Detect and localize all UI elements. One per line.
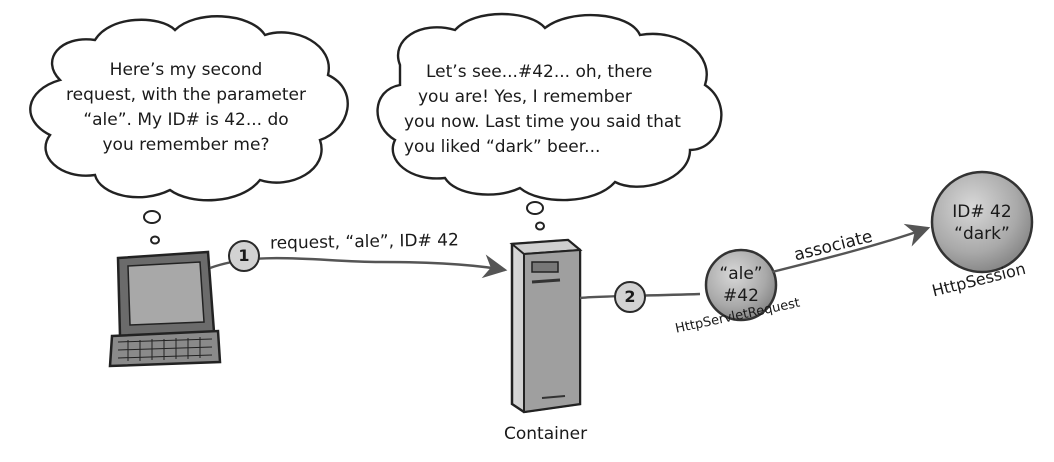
- container-bubble-line: you now. Last time you said that: [404, 112, 681, 132]
- step-1-badge: 1: [228, 240, 260, 272]
- session-value: “dark”: [954, 224, 1010, 244]
- client-bubble-line: “ale”. My ID# is 42... do: [83, 110, 289, 130]
- request-sphere: [704, 248, 778, 322]
- laptop-icon: [108, 250, 222, 368]
- request-value: “ale”: [719, 264, 763, 284]
- container-label: Container: [504, 424, 588, 444]
- request-session-id: #42: [723, 286, 759, 306]
- session-sphere-text: ID# 42 “dark”: [937, 201, 1027, 245]
- container-bubble-line: you liked “dark” beer...: [404, 137, 601, 157]
- server-tower-icon: [509, 238, 583, 414]
- container-bubble-text: Let’s see...#42... oh, there you are! Ye…: [404, 60, 714, 160]
- client-bubble-line: you remember me?: [102, 135, 270, 155]
- step-2-badge: 2: [614, 281, 646, 313]
- client-bubble-text: Here’s my second request, with the param…: [46, 58, 326, 158]
- session-id: ID# 42: [952, 202, 1012, 222]
- container-thought-cloud: [376, 12, 723, 231]
- request-arrow-label: request, “ale”, ID# 42: [269, 230, 460, 254]
- request-sphere-text: “ale” #42: [706, 263, 776, 307]
- client-thought-cloud: [29, 15, 349, 245]
- client-bubble-line: Here’s my second: [109, 60, 263, 80]
- client-bubble-line: request, with the parameter: [66, 85, 306, 105]
- associate-arrow: [771, 223, 931, 274]
- container-bubble-line: you are! Yes, I remember: [418, 87, 632, 107]
- container-bubble-line: Let’s see...#42... oh, there: [426, 62, 653, 82]
- session-sphere: [930, 170, 1034, 274]
